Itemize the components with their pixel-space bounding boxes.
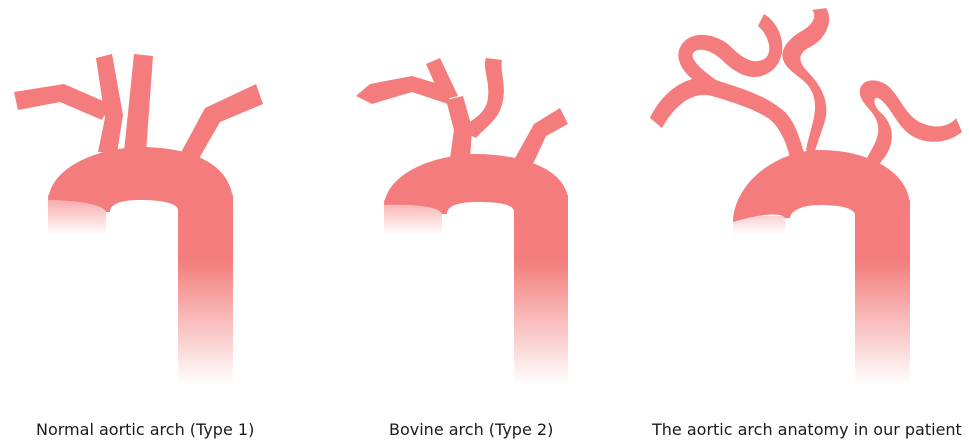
ascending-aorta — [384, 200, 442, 240]
normal-arch-illustration — [14, 54, 263, 385]
left-subclavian — [178, 84, 263, 162]
left-common-carotid — [124, 54, 153, 152]
aortic-arch-body — [733, 150, 910, 222]
ascending-aorta — [733, 216, 785, 245]
tortuous-right-branch — [650, 78, 805, 158]
caption-patient-arch: The aortic arch anatomy in our patient — [652, 420, 962, 440]
descending-aorta — [178, 195, 233, 385]
left-carotid-tortuous — [460, 58, 504, 138]
descending-aorta — [514, 195, 568, 385]
ascending-aorta — [48, 195, 106, 240]
tortuous-loop-left — [678, 14, 782, 90]
bovine-arch-illustration — [356, 58, 568, 385]
right-subclavian-branch — [14, 84, 110, 120]
left-subclavian — [514, 108, 568, 166]
caption-normal-arch: Normal aortic arch (Type 1) — [36, 420, 254, 440]
caption-bovine-arch: Bovine arch (Type 2) — [389, 420, 553, 440]
descending-aorta — [855, 200, 910, 385]
tortuous-left-subclavian — [860, 80, 962, 176]
patient-arch-illustration — [650, 8, 962, 385]
